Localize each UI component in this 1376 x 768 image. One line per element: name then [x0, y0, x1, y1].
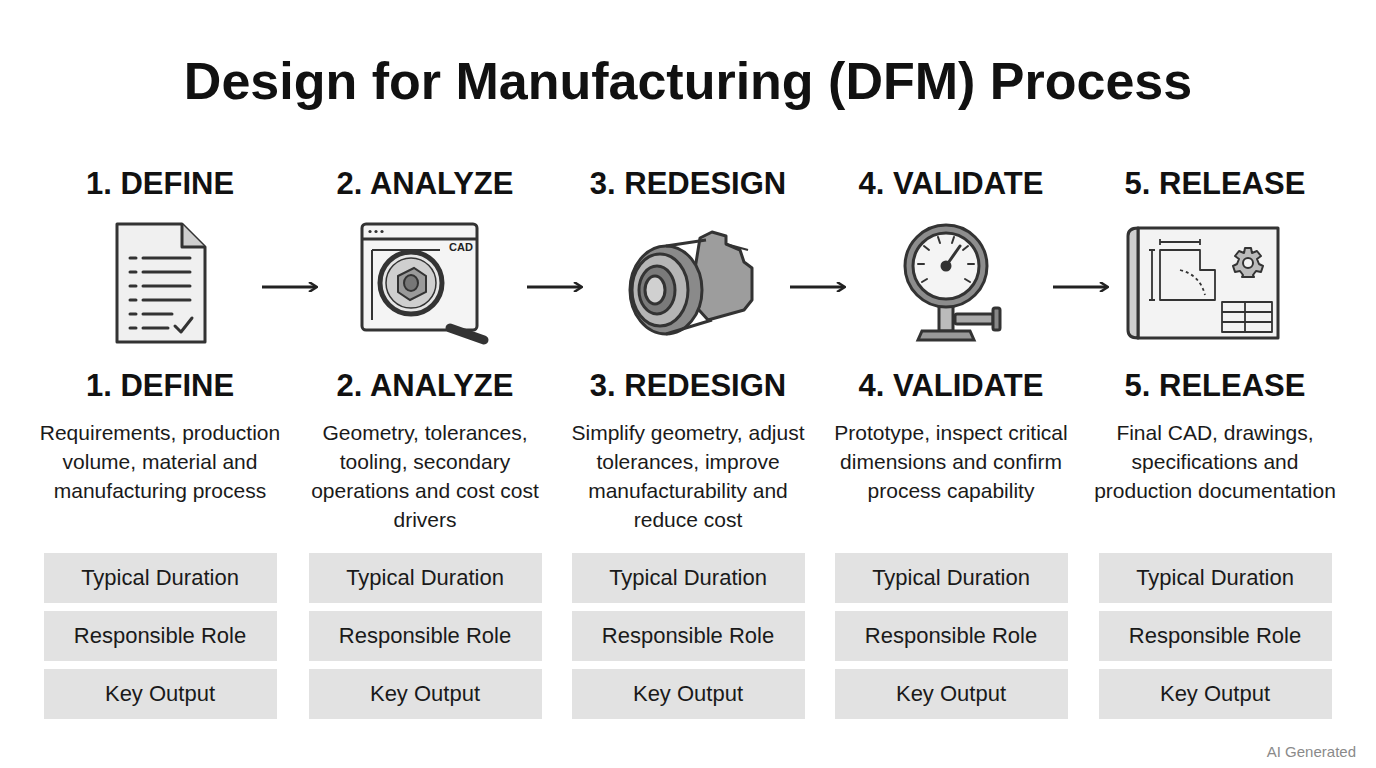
step-heading: 3. REDESIGN [557, 166, 819, 202]
step-heading: 2. ANALYZE [294, 166, 556, 202]
step-description: Final CAD, drawings, specifications and … [1084, 418, 1346, 505]
step-heading: 1. DEFINE [29, 368, 291, 404]
watermark: AI Generated [1156, 743, 1356, 760]
step-heading: 3. REDESIGN [557, 368, 819, 404]
box-text: Responsible Role [339, 623, 511, 649]
step-heading: 2. ANALYZE [294, 368, 556, 404]
info-box: Key Output [835, 669, 1068, 719]
cad-tag: CAD [446, 241, 476, 253]
info-box: Responsible Role [1099, 611, 1332, 661]
info-box: Key Output [309, 669, 542, 719]
box-text: Typical Duration [609, 565, 767, 591]
info-box: Typical Duration [572, 553, 805, 603]
info-box: Responsible Role [835, 611, 1068, 661]
info-box: Key Output [44, 669, 277, 719]
info-box: Responsible Role [572, 611, 805, 661]
cad-icon [362, 224, 484, 340]
info-box: Typical Duration [44, 553, 277, 603]
box-text: Responsible Role [865, 623, 1037, 649]
box-text: Responsible Role [1129, 623, 1301, 649]
step-description: Requirements, production volume, materia… [29, 418, 291, 505]
info-box: Responsible Role [44, 611, 277, 661]
box-text: Key Output [370, 681, 480, 707]
document-icon [117, 224, 205, 342]
info-box: Typical Duration [1099, 553, 1332, 603]
box-text: Typical Duration [346, 565, 504, 591]
box-text: Typical Duration [1136, 565, 1294, 591]
step-heading: 4. VALIDATE [820, 368, 1082, 404]
blueprint-icon [1128, 228, 1278, 338]
part-icon [630, 232, 752, 334]
box-text: Key Output [1160, 681, 1270, 707]
box-text: Typical Duration [81, 565, 239, 591]
info-box: Key Output [572, 669, 805, 719]
box-text: Key Output [633, 681, 743, 707]
info-box: Typical Duration [309, 553, 542, 603]
box-text: Key Output [896, 681, 1006, 707]
step-heading: 5. RELEASE [1084, 368, 1346, 404]
box-text: Responsible Role [602, 623, 774, 649]
step-description: Simplify geometry, adjust tolerances, im… [557, 418, 819, 534]
info-box: Key Output [1099, 669, 1332, 719]
diagram-title: Design for Manufacturing (DFM) Process [0, 50, 1376, 112]
step-heading: 5. RELEASE [1084, 166, 1346, 202]
info-box: Responsible Role [309, 611, 542, 661]
step-heading: 4. VALIDATE [820, 166, 1082, 202]
box-text: Key Output [105, 681, 215, 707]
step-heading: 1. DEFINE [29, 166, 291, 202]
gauge-icon [905, 225, 1000, 340]
step-description: Geometry, tolerances, tooling, secondary… [294, 418, 556, 534]
box-text: Typical Duration [872, 565, 1030, 591]
info-box: Typical Duration [835, 553, 1068, 603]
step-description: Prototype, inspect critical dimensions a… [820, 418, 1082, 505]
box-text: Responsible Role [74, 623, 246, 649]
